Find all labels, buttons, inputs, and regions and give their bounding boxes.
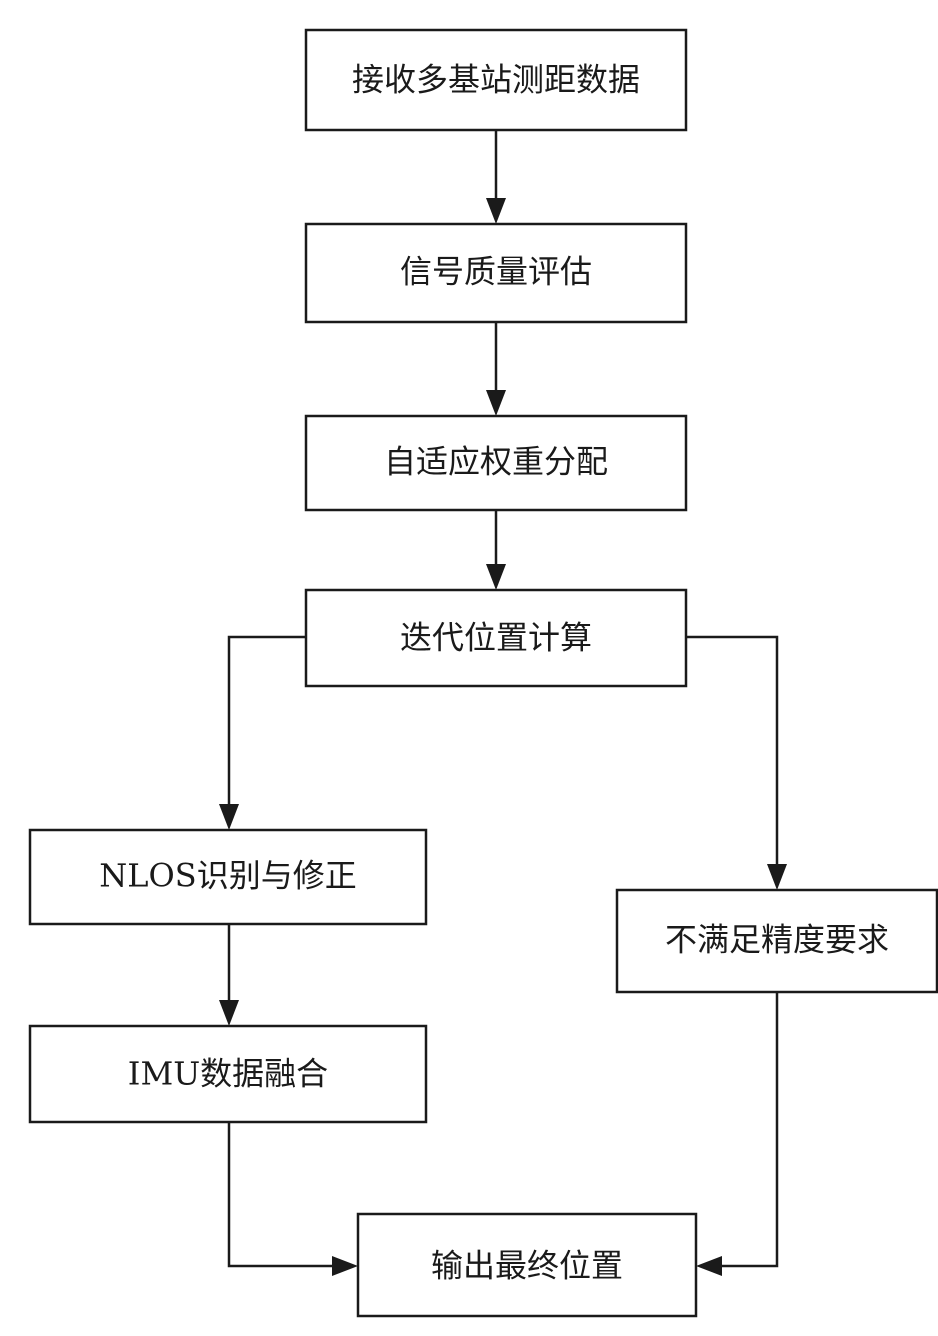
node-iterate: 迭代位置计算 [304, 588, 688, 688]
edge-imu-to-output [227, 1122, 358, 1276]
node-imu: IMU数据融合 [28, 1024, 428, 1124]
node-receive: 接收多基站测距数据 [304, 28, 688, 132]
edges [219, 130, 787, 1276]
node-label: 输出最终位置 [431, 1247, 623, 1285]
node-label: 接收多基站测距数据 [352, 61, 640, 99]
node-quality: 信号质量评估 [304, 222, 688, 324]
edge-weight-to-iterate [486, 510, 506, 590]
node-box [615, 888, 938, 994]
arrow-head [767, 864, 787, 890]
arrow-head [486, 198, 506, 224]
edge-iterate-to-nlos [219, 635, 306, 830]
node-box [304, 222, 688, 324]
node-box [304, 414, 688, 512]
edge-receive-to-quality [486, 130, 506, 224]
node-output: 输出最终位置 [356, 1212, 698, 1318]
node-precision: 不满足精度要求 [615, 888, 938, 994]
node-label: 自适应权重分配 [384, 443, 608, 481]
nodes: 接收多基站测距数据 信号质量评估 自适应权重分配 迭代位置计算 NLOS识别与修… [28, 28, 938, 1318]
arrow-head [696, 1256, 722, 1276]
node-box [304, 28, 688, 132]
arrow-head [486, 564, 506, 590]
edge-quality-to-weight [486, 322, 506, 416]
node-label: NLOS识别与修正 [99, 857, 356, 895]
node-label: 不满足精度要求 [665, 921, 889, 959]
node-label: IMU数据融合 [128, 1055, 328, 1093]
edge-iterate-to-precision [686, 635, 787, 890]
node-label: 迭代位置计算 [400, 619, 592, 657]
node-box [304, 588, 688, 688]
node-box [28, 828, 428, 926]
node-box [28, 1024, 428, 1124]
arrow-head [332, 1256, 358, 1276]
node-box [356, 1212, 698, 1318]
arrow-head [486, 390, 506, 416]
edge-precision-to-output [696, 992, 779, 1276]
node-weight: 自适应权重分配 [304, 414, 688, 512]
arrow-head [219, 1000, 239, 1026]
node-label: 信号质量评估 [400, 253, 592, 291]
node-nlos: NLOS识别与修正 [28, 828, 428, 926]
edge-nlos-to-imu [219, 924, 239, 1026]
arrow-head [219, 804, 239, 830]
